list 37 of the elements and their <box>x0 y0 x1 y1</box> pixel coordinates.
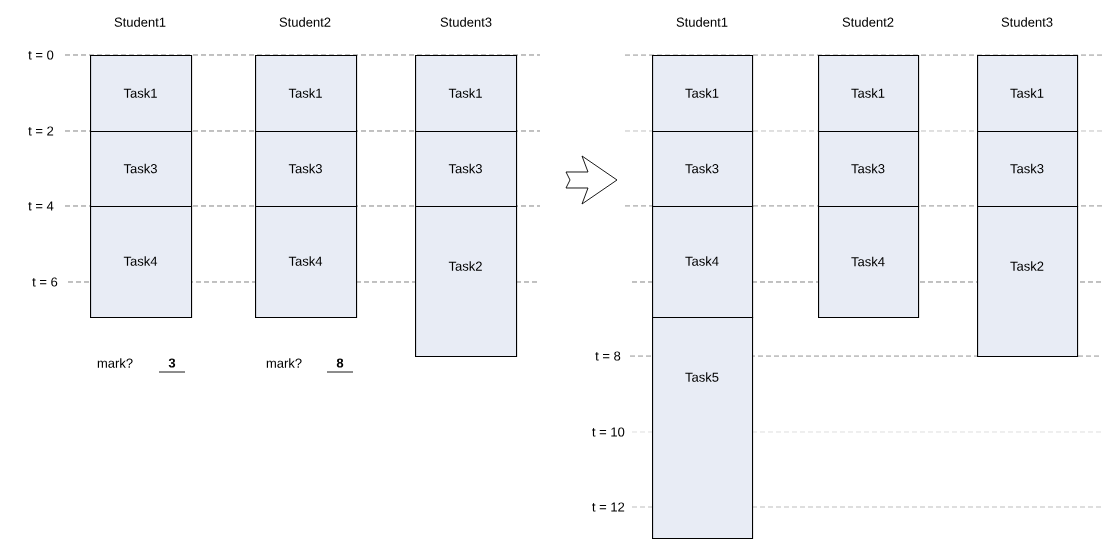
task-box: Task1 <box>90 55 193 133</box>
task-box: Task1 <box>255 55 358 133</box>
time-label: t = 12 <box>589 500 627 514</box>
task-box: Task4 <box>255 206 358 319</box>
task-box: Task3 <box>977 131 1079 208</box>
time-label: t = 6 <box>30 275 60 289</box>
answer-value: 3 <box>168 358 176 368</box>
question-text: mark? <box>94 356 136 370</box>
time-label: t = 4 <box>26 199 56 213</box>
time-label: t = 8 <box>593 349 623 363</box>
time-label: t = 2 <box>26 124 56 138</box>
task-box: Task4 <box>818 206 920 319</box>
column-heading: Student2 <box>277 15 334 29</box>
column-heading: Student1 <box>112 15 169 29</box>
task-box: Task1 <box>652 55 754 133</box>
time-label: t = 0 <box>26 48 56 62</box>
task-box: Task1 <box>818 55 920 133</box>
task-box: Task3 <box>255 131 358 208</box>
task-box: Task1 <box>415 55 518 133</box>
task-box: Task4 <box>90 206 193 319</box>
task-box: Task3 <box>90 131 193 208</box>
task-box: Task1 <box>977 55 1079 133</box>
task-box: Task4 <box>652 206 754 319</box>
task-box: Task2 <box>977 206 1079 358</box>
node-label: Task5 <box>685 372 719 382</box>
time-label: t = 10 <box>589 425 627 439</box>
question-text: mark? <box>263 356 305 370</box>
column-heading: Student3 <box>438 15 495 29</box>
task-box: Task5 <box>652 317 754 539</box>
task-box: Task2 <box>415 206 518 358</box>
task-box: Task3 <box>415 131 518 208</box>
task-box: Task3 <box>818 131 920 208</box>
column-heading: Student3 <box>999 15 1056 29</box>
answer-value: 8 <box>336 358 344 368</box>
column-heading: Student2 <box>840 15 897 29</box>
task-box: Task3 <box>652 131 754 208</box>
column-heading: Student1 <box>674 15 731 29</box>
